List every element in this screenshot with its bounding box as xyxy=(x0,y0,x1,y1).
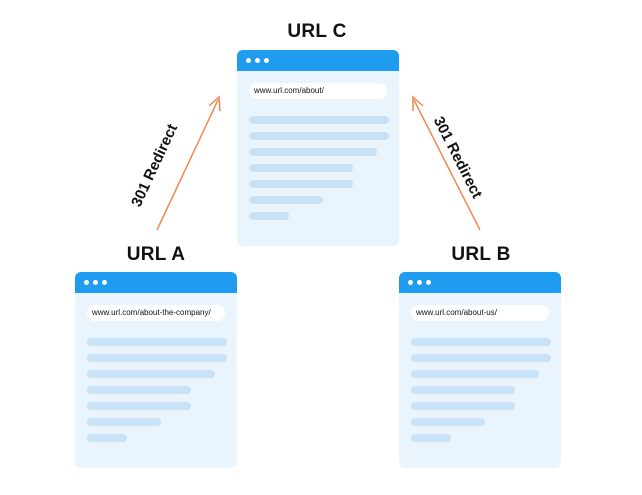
content-placeholder-line xyxy=(411,434,451,442)
url-bar: www.url.com/about-us/ xyxy=(411,305,549,321)
browser-window-url-b: www.url.com/about-us/ xyxy=(399,272,561,468)
content-placeholder-line xyxy=(249,196,323,204)
content-placeholder-line xyxy=(249,132,389,140)
window-title-bar xyxy=(237,50,399,71)
content-placeholder-line xyxy=(87,434,127,442)
url-a-title: URL A xyxy=(126,244,186,265)
url-bar: www.url.com/about/ xyxy=(249,83,387,99)
browser-window-url-c: www.url.com/about/ xyxy=(237,50,399,246)
content-placeholder-line xyxy=(87,386,191,394)
window-dot-icon xyxy=(255,58,260,63)
content-placeholder-line xyxy=(411,338,551,346)
content-placeholder-line xyxy=(411,418,485,426)
url-bar: www.url.com/about-the-company/ xyxy=(87,305,225,321)
window-dot-icon xyxy=(426,280,431,285)
url-b-title: URL B xyxy=(451,244,511,265)
url-c-title: URL C xyxy=(287,21,347,42)
content-placeholder-line xyxy=(87,402,191,410)
content-placeholder-line xyxy=(87,370,215,378)
content-placeholder-line xyxy=(249,212,289,220)
content-placeholder-line xyxy=(411,354,551,362)
browser-window-url-a: www.url.com/about-the-company/ xyxy=(75,272,237,468)
content-placeholder-line xyxy=(87,354,227,362)
content-placeholder-line xyxy=(411,370,539,378)
content-placeholder-line xyxy=(249,116,389,124)
redirect-arrow-b-to-c xyxy=(412,95,481,231)
content-placeholder-line xyxy=(411,402,515,410)
window-dot-icon xyxy=(408,280,413,285)
window-dot-icon xyxy=(417,280,422,285)
window-dot-icon xyxy=(93,280,98,285)
content-placeholder-line xyxy=(249,180,353,188)
window-dot-icon xyxy=(84,280,89,285)
content-placeholder-line xyxy=(87,338,227,346)
content-placeholder-line xyxy=(411,386,515,394)
window-title-bar xyxy=(399,272,561,293)
window-dot-icon xyxy=(246,58,251,63)
window-dot-icon xyxy=(264,58,269,63)
content-placeholder-line xyxy=(249,148,377,156)
content-placeholder-line xyxy=(249,164,353,172)
content-placeholder-line xyxy=(87,418,161,426)
window-title-bar xyxy=(75,272,237,293)
redirect-arrow-a-to-c xyxy=(156,95,221,231)
window-dot-icon xyxy=(102,280,107,285)
